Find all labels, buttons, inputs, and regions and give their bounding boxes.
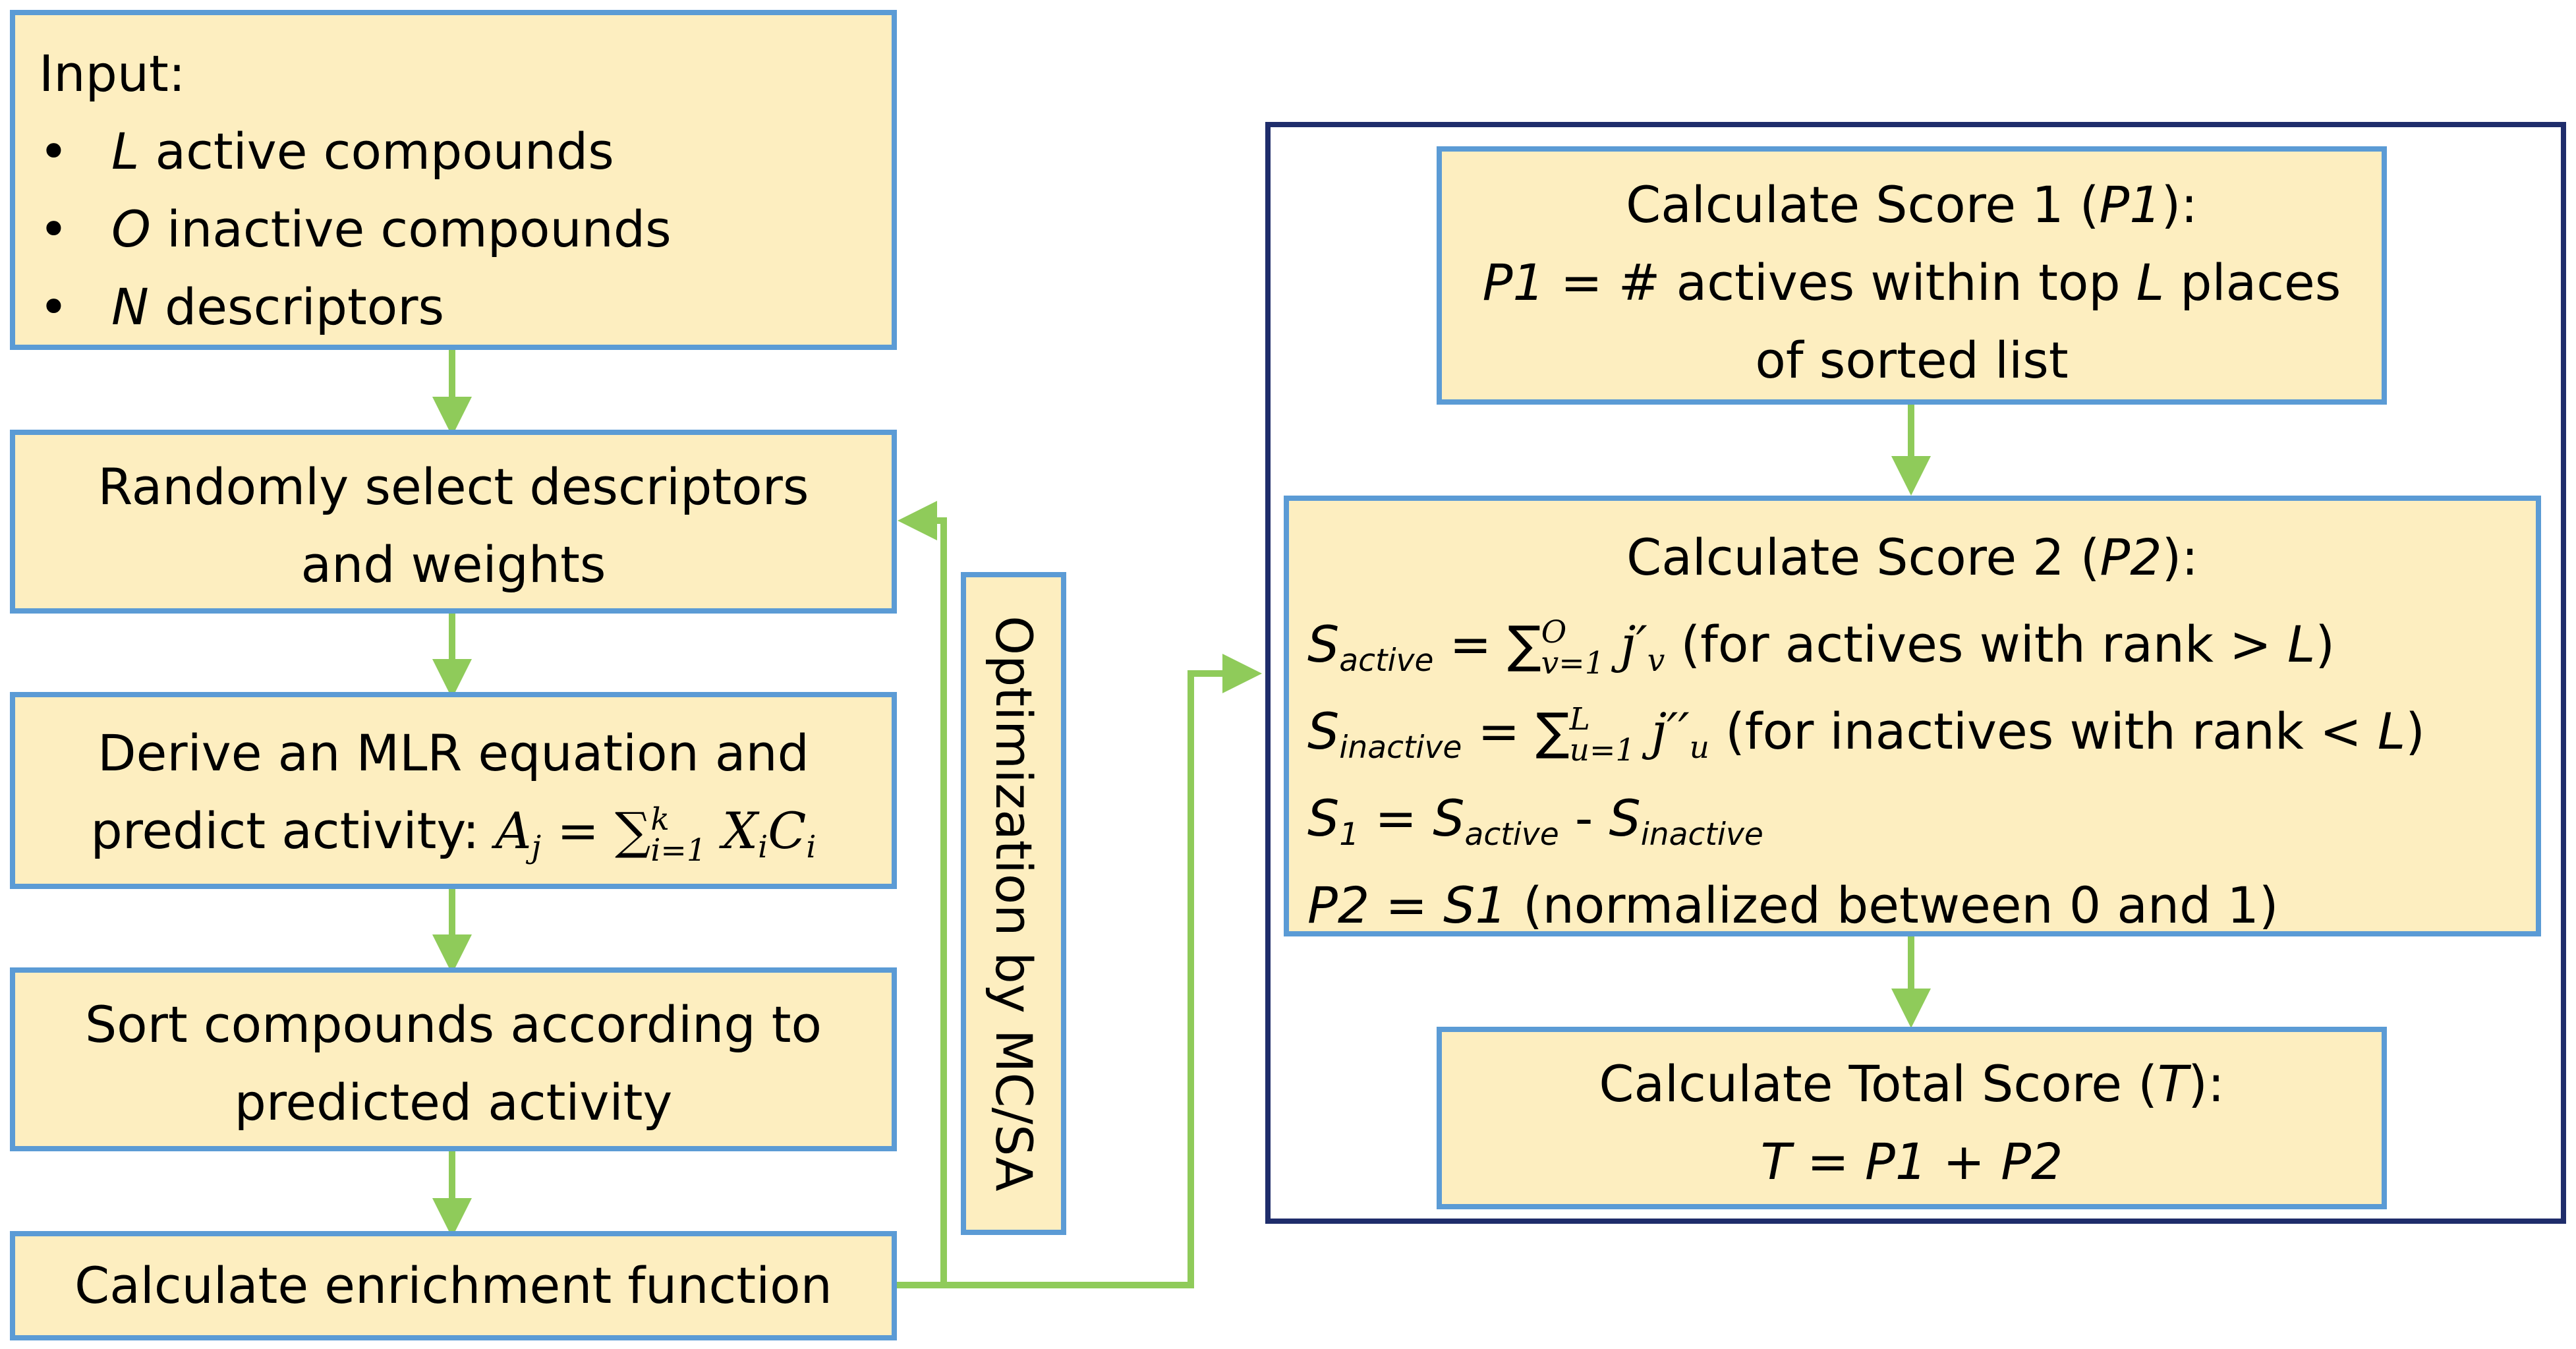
sort-box: Sort compounds according to predicted ac…: [10, 967, 897, 1151]
total-equation: T = P1 + P2: [1760, 1132, 2063, 1191]
derive-mlr-box: Derive an MLR equation and predict activ…: [10, 692, 897, 889]
random-select-line1: Randomly select descriptors: [98, 457, 809, 516]
enrichment-label: Calculate enrichment function: [74, 1256, 832, 1315]
input-title: Input:: [39, 44, 186, 103]
score2-s1: S1 = Sactive - Sinactive: [1307, 789, 1763, 853]
enrichment-box: Calculate enrichment function: [10, 1231, 897, 1340]
input-item-descriptors: •N descriptors: [39, 277, 445, 336]
optimization-label: Optimization by MC/SA: [985, 616, 1043, 1191]
optimization-box: Optimization by MC/SA: [961, 572, 1066, 1235]
score2-title: Calculate Score 2 (P2):: [1626, 528, 2198, 587]
score1-line3: of sorted list: [1755, 331, 2069, 389]
random-select-box: Randomly select descriptors and weights: [10, 430, 897, 614]
score1-box: Calculate Score 1 (P1): P1 = # actives w…: [1437, 146, 2387, 405]
derive-mlr-line1: Derive an MLR equation and: [98, 724, 809, 782]
input-item-inactive: •O inactive compounds: [39, 200, 672, 258]
random-select-line2: and weights: [301, 535, 606, 594]
arrow-enrichment-to-scores: [894, 654, 1262, 1288]
score1-title: Calculate Score 1 (P1):: [1626, 175, 2198, 234]
input-box: Input: •L active compounds •O inactive c…: [10, 10, 897, 350]
score1-line2: P1 = # actives within top L places: [1482, 253, 2341, 312]
total-score-box: Calculate Total Score (T): T = P1 + P2: [1437, 1027, 2387, 1209]
loop-back-arrow: [894, 501, 947, 1288]
input-item-active: •L active compounds: [39, 122, 614, 181]
score2-p2: P2 = S1 (normalized between 0 and 1): [1307, 876, 2279, 934]
sort-line2: predicted activity: [234, 1073, 673, 1132]
total-title: Calculate Total Score (T):: [1599, 1054, 2225, 1113]
score-group-frame: [1265, 122, 2566, 1224]
sort-line1: Sort compounds according to: [84, 995, 822, 1054]
